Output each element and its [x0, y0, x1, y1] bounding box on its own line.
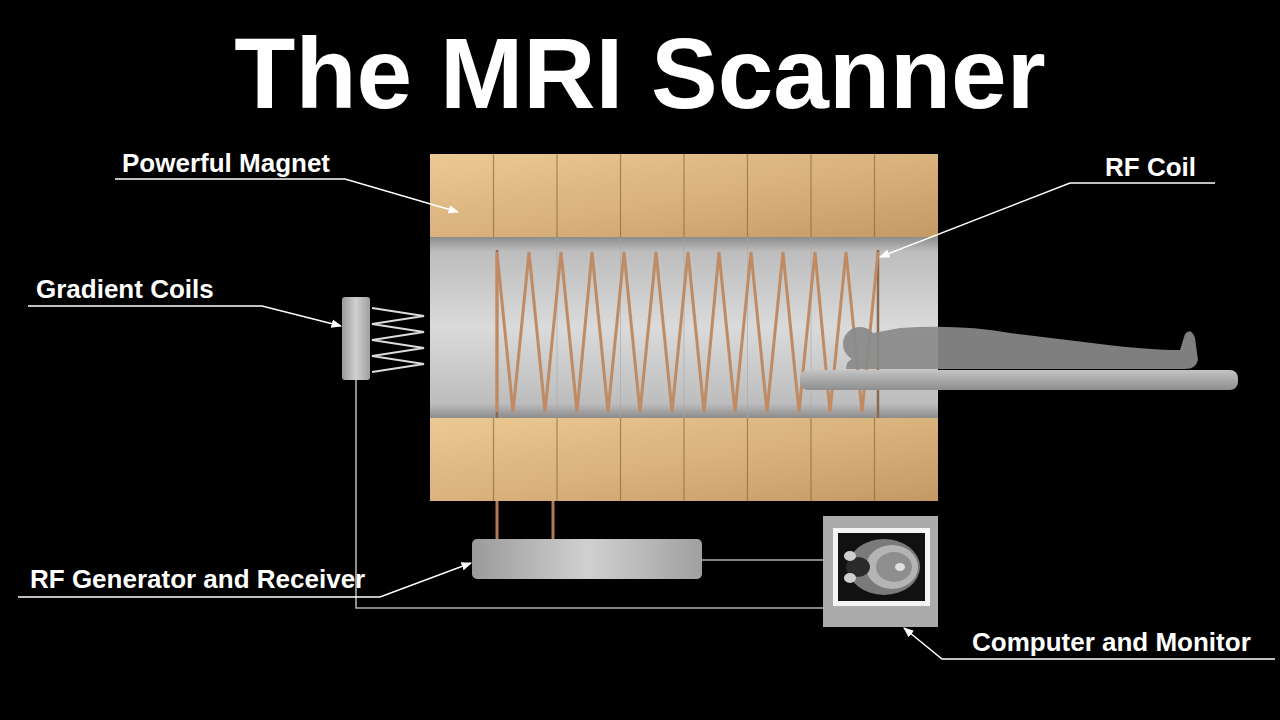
monitor-body: [823, 516, 938, 627]
leader-lines: [18, 179, 1275, 659]
rf-wire: [552, 501, 555, 539]
magnet-bottom: [430, 418, 938, 501]
patient-silhouette: [843, 327, 1198, 369]
rf-wire: [496, 501, 499, 539]
scanner-bore: [430, 237, 938, 418]
mri-scan-image: [844, 539, 920, 595]
leader-line: [115, 179, 458, 212]
part-label: Powerful Magnet: [122, 150, 330, 176]
leader-line: [904, 628, 1275, 659]
signal-wire: [702, 559, 823, 561]
diagram-title: The MRI Scanner: [0, 23, 1280, 123]
leader-line: [880, 183, 1215, 257]
part-label: RF Generator and Receiver: [30, 566, 365, 592]
gradient-coil-unit: [342, 297, 370, 380]
patient-table: [800, 370, 1238, 390]
monitor-screen: [838, 533, 925, 601]
leader-line: [18, 563, 471, 597]
gradient-wire: [356, 380, 823, 608]
magnet-segment-lines: [494, 154, 875, 501]
part-label: Gradient Coils: [36, 276, 214, 302]
magnet-top: [430, 154, 938, 237]
part-label: RF Coil: [1105, 154, 1196, 180]
gradient-coil-winding: [372, 308, 424, 372]
leader-line: [28, 306, 341, 326]
monitor-screen-frame: [833, 528, 930, 606]
rf-generator-box: [472, 539, 702, 579]
part-label: Computer and Monitor: [972, 629, 1251, 655]
bore-segment-lines: [557, 237, 811, 418]
